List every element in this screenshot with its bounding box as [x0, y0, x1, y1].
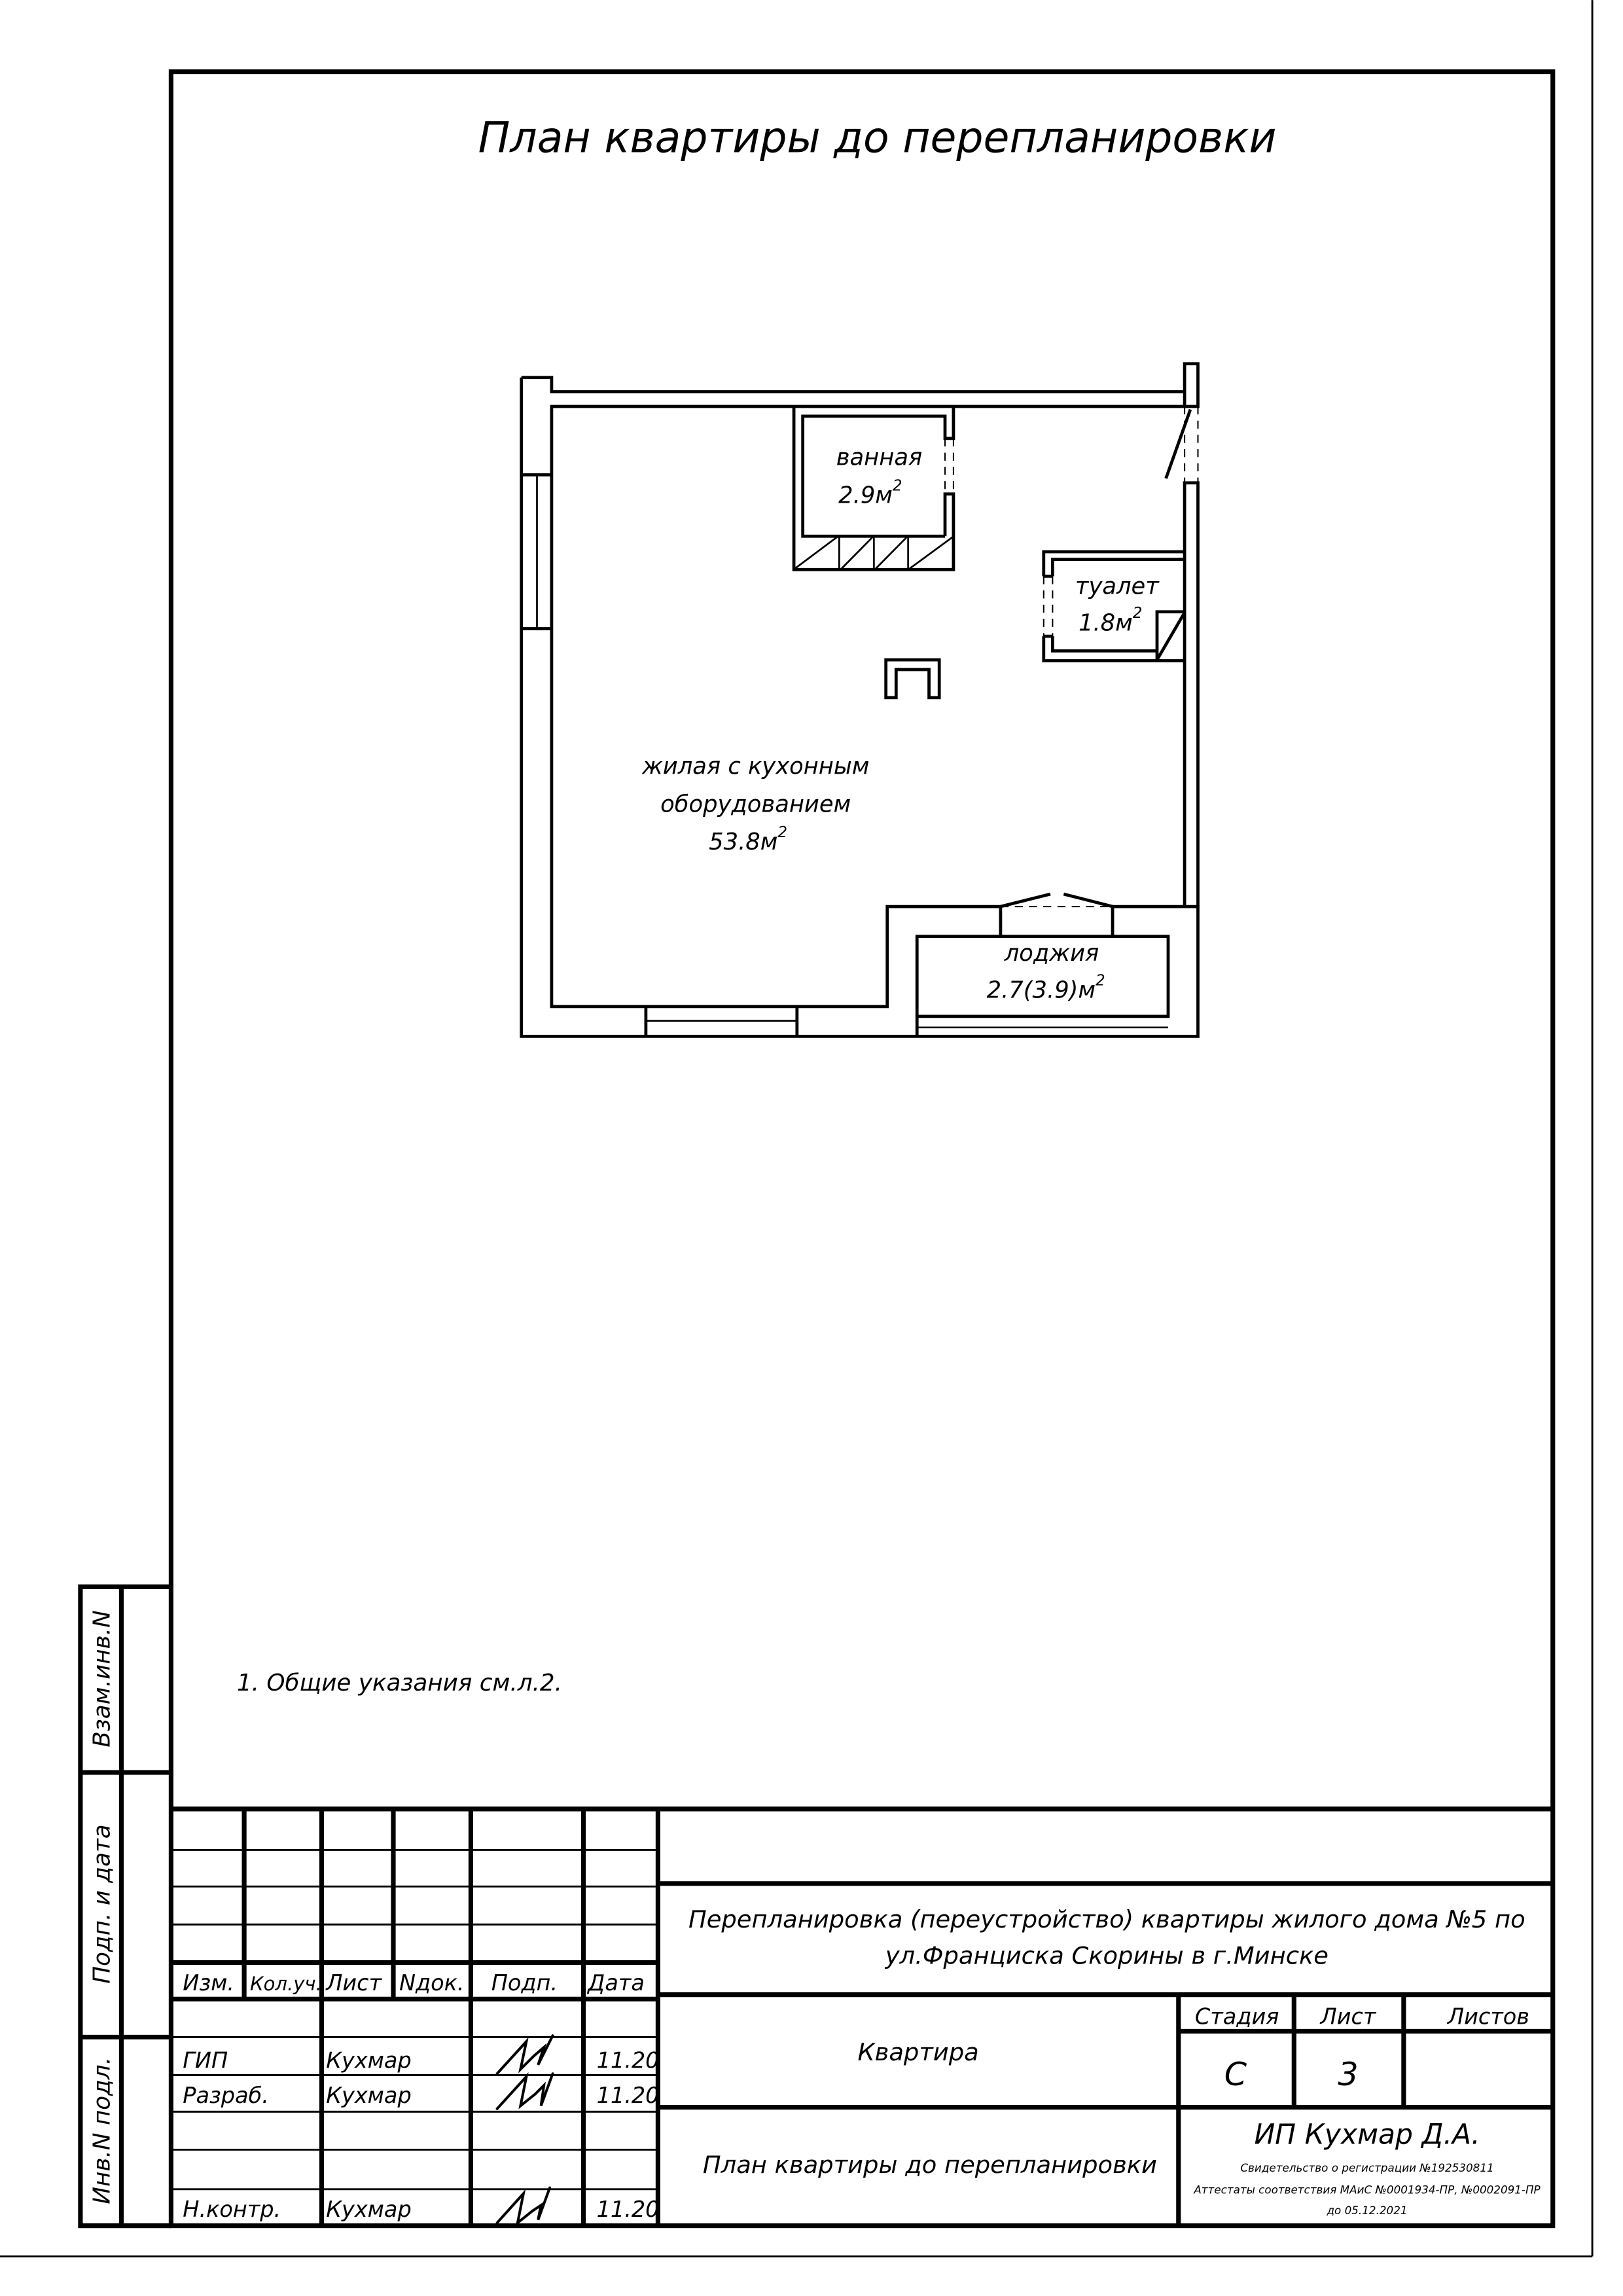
room-area: 2.7(3.9)м — [987, 977, 1096, 1003]
role: Разраб. — [183, 2083, 269, 2108]
company-name: ИП Кухмар Д.А. — [1254, 2119, 1480, 2151]
sheet-label: Лист — [1320, 2003, 1377, 2029]
bathroom-walls — [792, 406, 955, 571]
room-name: туалет — [1075, 573, 1160, 600]
floor-plan: ванная 2.9м2 туалет 1.8м2 жилая с кухонн… — [520, 362, 1200, 1038]
header-count: Кол.уч. — [250, 1973, 322, 1995]
room-toilet: туалет 1.8м2 — [1075, 573, 1160, 637]
signature-image — [495, 2034, 554, 2075]
toilet-walls — [1042, 550, 1185, 662]
registration-cert: Свидетельство о регистрации №192530811 — [1240, 2161, 1493, 2174]
window-left — [521, 473, 552, 630]
date: 11.20 — [597, 2047, 660, 2073]
signature-image — [495, 2072, 554, 2110]
sheet-frame — [0, 0, 1594, 2258]
signatory-row-developer: Разраб. Кухмар 11.20 — [183, 2083, 659, 2108]
cert-valid-until: до 05.12.2021 — [1326, 2204, 1407, 2217]
room-living-kitchen: жилая с кухонным оборудованием 53.8м2 — [641, 753, 869, 855]
room-area: 1.8м — [1079, 609, 1133, 636]
stage-label: Стадия — [1195, 2003, 1279, 2029]
area-superscript: 2 — [893, 477, 902, 494]
loggia-walls — [915, 892, 1170, 1037]
entrance-door-leaf — [1164, 408, 1192, 479]
date: 11.20 — [597, 2197, 660, 2222]
room-area: 53.8м — [709, 829, 777, 855]
room-loggia: лоджия 2.7(3.9)м2 — [987, 940, 1105, 1003]
side-label-replacement-inv: Взам.инв.N — [89, 1610, 116, 1747]
area-superscript: 2 — [1133, 605, 1143, 622]
revision-header: Изм. Кол.уч. Лист Nдок. Подп. Дата — [183, 1970, 645, 1996]
name: Кухмар — [326, 2047, 412, 2073]
header-sheet: Лист — [325, 1970, 382, 1996]
room-bathroom: ванная 2.9м2 — [836, 444, 922, 509]
sheet-name: План квартиры до перепланировки — [703, 2151, 1157, 2179]
sheet-title: План квартиры до перепланировки — [478, 113, 1277, 162]
side-strip: Взам.инв.N Подп. и дата Инв.N подл. — [78, 1584, 171, 2229]
sheets-label: Листов — [1447, 2003, 1529, 2029]
room-name: ванная — [836, 444, 922, 471]
name: Кухмар — [326, 2083, 412, 2108]
svg-text:53.8м2: 53.8м2 — [709, 824, 787, 855]
role: Н.контр. — [183, 2197, 281, 2222]
signatory-row-norm-control: Н.контр. Кухмар 11.20 — [183, 2197, 659, 2222]
header-doc-number: Nдок. — [399, 1970, 465, 1996]
header-change: Изм. — [183, 1970, 234, 1996]
project-title-line2: ул.Франциска Скорины в г.Минске — [885, 1942, 1329, 1970]
header-date: Дата — [586, 1970, 645, 1996]
header-signature: Подп. — [491, 1970, 558, 1996]
svg-text:1.8м2: 1.8м2 — [1079, 605, 1142, 636]
vent-shaft — [884, 658, 941, 700]
object-name: Квартира — [857, 2038, 978, 2066]
sheet-value: 3 — [1338, 2055, 1358, 2093]
window-bottom — [644, 1006, 799, 1037]
svg-text:2.7(3.9)м2: 2.7(3.9)м2 — [987, 972, 1105, 1003]
area-superscript: 2 — [777, 824, 787, 841]
role: ГИП — [183, 2047, 228, 2073]
area-superscript: 2 — [1096, 972, 1105, 989]
project-title-line1: Перепланировка (переустройство) квартиры… — [688, 1905, 1525, 1933]
room-name: лоджия — [1004, 940, 1099, 967]
room-name-line2: оборудованием — [660, 791, 851, 817]
svg-text:2.9м2: 2.9м2 — [838, 477, 902, 509]
stage-value: С — [1224, 2055, 1247, 2093]
room-name-line1: жилая с кухонным — [641, 753, 869, 780]
title-block: Изм. Кол.уч. Лист Nдок. Подп. Дата ГИП К… — [171, 1806, 1553, 2227]
name: Кухмар — [326, 2197, 412, 2222]
room-area: 2.9м — [838, 482, 893, 509]
side-label-signature-date: Подп. и дата — [89, 1824, 116, 1983]
signatory-row-gip: ГИП Кухмар 11.20 — [183, 2047, 659, 2073]
general-note: 1. Общие указания см.л.2. — [237, 1670, 562, 1696]
date: 11.20 — [597, 2083, 660, 2108]
side-label-original-inv: Инв.N подл. — [89, 2057, 116, 2204]
signature-image — [495, 2186, 552, 2227]
attestation-cert: Аттестаты соответствия МАиС №0001934-ПР,… — [1193, 2183, 1541, 2196]
